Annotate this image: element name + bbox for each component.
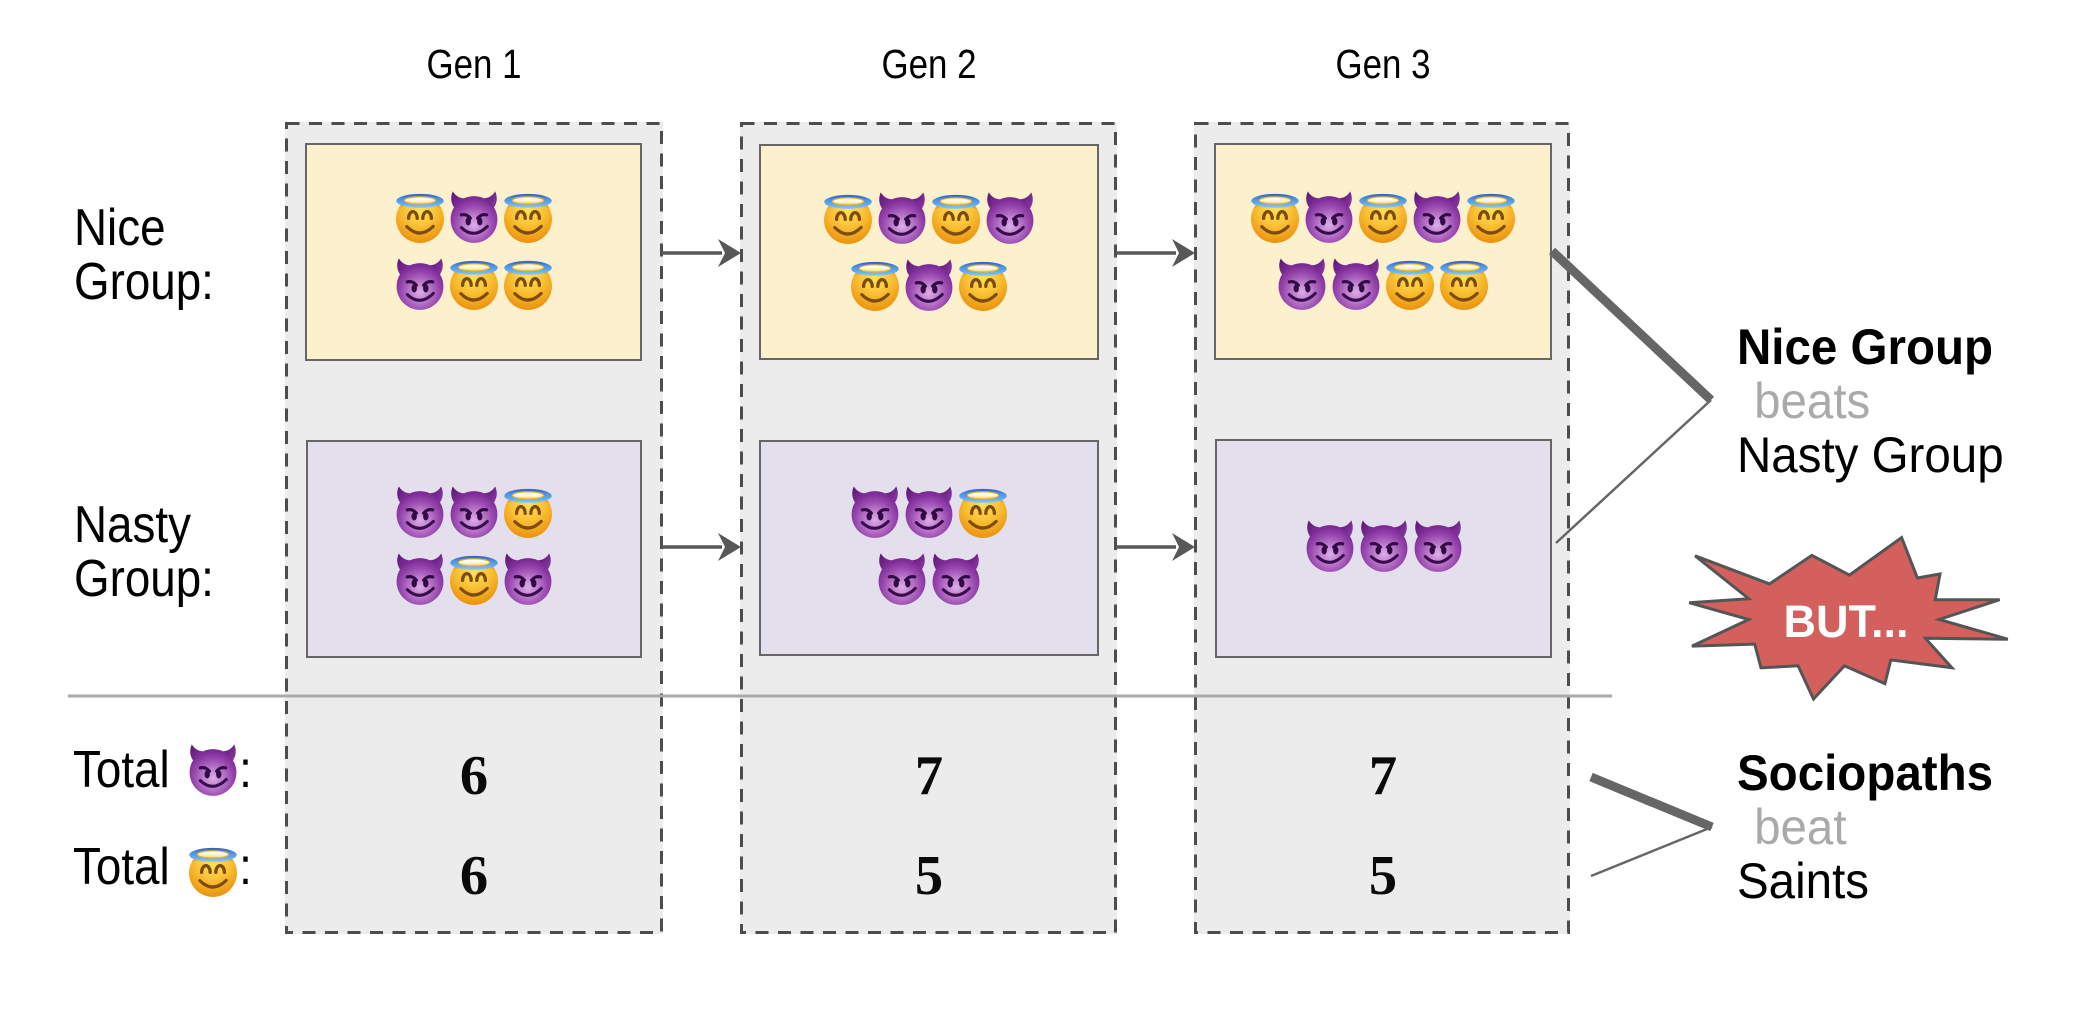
svg-text:BUT...: BUT...	[1783, 596, 1908, 647]
